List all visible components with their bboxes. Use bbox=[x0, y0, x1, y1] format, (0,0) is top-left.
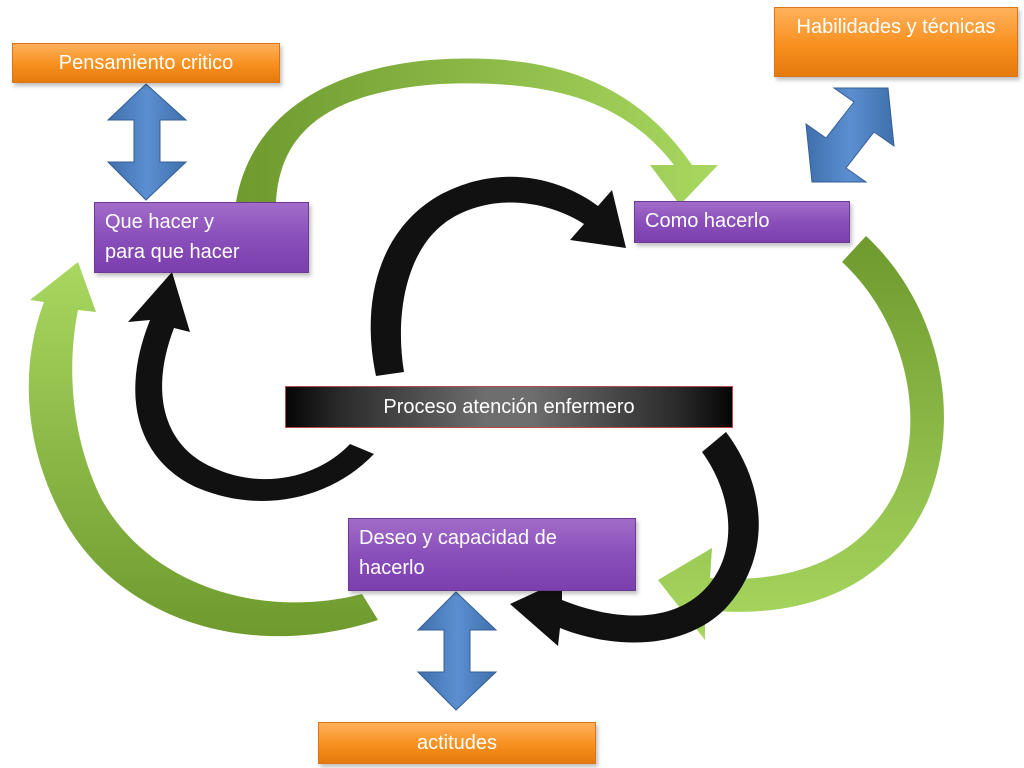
desire-capacity-line-1: Deseo y capacidad de bbox=[359, 527, 557, 549]
blue-double-arrow-bottom bbox=[416, 591, 498, 711]
attitudes-label: actitudes bbox=[416, 731, 498, 754]
critical-thinking-label: Pensamiento critico bbox=[58, 51, 234, 74]
green-arrow-top bbox=[236, 58, 718, 206]
how-label: Como hacerlo bbox=[645, 210, 770, 232]
what-why-box: Que hacer y para que hacer bbox=[94, 202, 309, 273]
process-box: Proceso atención enfermero bbox=[285, 386, 733, 428]
how-box: Como hacerlo bbox=[634, 201, 850, 243]
green-arrow-right bbox=[658, 236, 944, 640]
skills-techniques-box: Habilidades y técnicas bbox=[774, 7, 1018, 77]
blue-double-arrow-right bbox=[805, 87, 895, 183]
what-why-line-2: para que hacer bbox=[105, 241, 240, 263]
skills-techniques-label: Habilidades y técnicas bbox=[796, 16, 996, 38]
green-arrow-left bbox=[28, 262, 378, 637]
desire-capacity-line-2: hacerlo bbox=[359, 557, 425, 579]
attitudes-box: actitudes bbox=[318, 722, 596, 764]
critical-thinking-box: Pensamiento critico bbox=[12, 43, 280, 83]
process-label: Proceso atención enfermero bbox=[383, 395, 635, 418]
blue-double-arrow-left bbox=[106, 83, 188, 201]
what-why-line-1: Que hacer y bbox=[105, 211, 214, 233]
black-arrow-right bbox=[510, 432, 759, 646]
desire-capacity-box: Deseo y capacidad de hacerlo bbox=[348, 518, 636, 591]
black-arrow-left bbox=[128, 272, 374, 501]
black-arrow-top bbox=[370, 176, 626, 376]
